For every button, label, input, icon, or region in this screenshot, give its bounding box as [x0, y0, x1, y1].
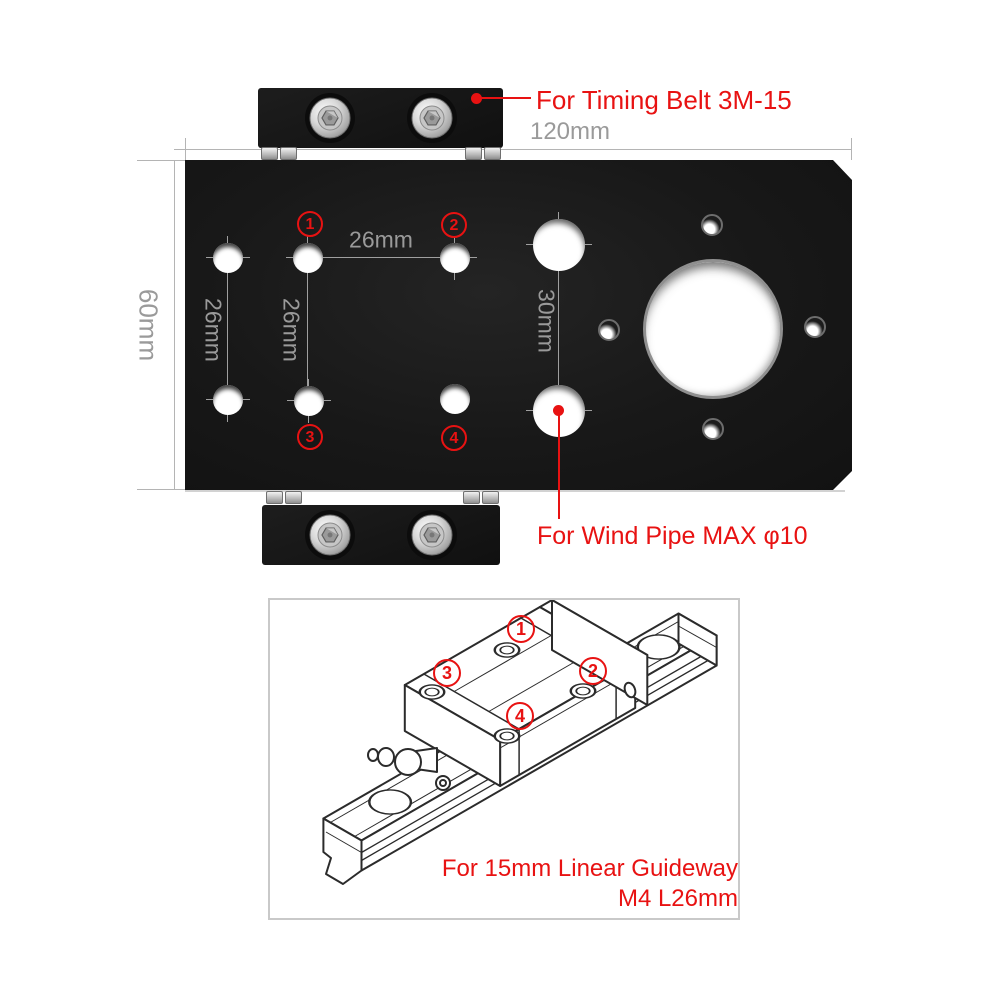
mounting-hole-left-bottom [213, 385, 243, 415]
nut [285, 491, 302, 504]
dim-line-26mm-horizontal [308, 257, 455, 258]
plate-marker-4: 4 [441, 425, 467, 451]
block-thread-hole-1 [493, 642, 521, 658]
nut [463, 491, 480, 504]
block-thread-hole-3 [418, 684, 446, 700]
dim-label-60mm: 60mm [133, 288, 164, 362]
dim-label-120mm: 120mm [529, 118, 611, 145]
motor-screw-hole-top [701, 214, 723, 236]
nut [465, 147, 482, 160]
block-end-cap-right-face [551, 600, 649, 706]
dim-label-26mm-mid: 26mm [278, 298, 305, 362]
nut [261, 147, 278, 160]
plate-marker-2: 2 [441, 212, 467, 238]
guideway-marker-3: 3 [433, 659, 461, 687]
motor-screw-hole-right [804, 316, 826, 338]
guideway-caption-line2: M4 L26mm [617, 885, 738, 912]
guideway-illustration-box [268, 598, 740, 920]
linear-guideway-drawing [322, 600, 718, 885]
mounting-hole-left-top [213, 243, 243, 273]
dim-line-30mm [558, 245, 559, 411]
block-thread-hole-4 [493, 728, 521, 744]
dim-label-26mm-left: 26mm [200, 298, 227, 362]
guideway-caption: For 15mm Linear Guideway M4 L26mm [442, 854, 738, 914]
callout-wind-pipe: For Wind Pipe MAX φ10 [537, 522, 808, 550]
nut [280, 147, 297, 160]
timing-belt-clamp-top [258, 88, 503, 148]
dim-tick-60mm-top [137, 160, 185, 161]
dim-label-30mm: 30mm [533, 289, 560, 353]
motor-screw-hole-left [598, 319, 620, 341]
plate-marker-3: 3 [297, 424, 323, 450]
mounting-hole-2 [440, 243, 470, 273]
nut [482, 491, 499, 504]
plate-shadow [185, 490, 845, 492]
socket-head-screw [406, 92, 458, 144]
dim-line-120mm [174, 149, 852, 150]
guideway-marker-2: 2 [579, 657, 607, 685]
motor-screw-hole-bottom [702, 418, 724, 440]
mounting-hole-3 [294, 386, 324, 416]
block-thread-hole-2 [569, 683, 597, 699]
mounting-hole-4 [440, 384, 470, 414]
motor-shaft-hole [643, 259, 783, 399]
socket-head-screw [406, 509, 458, 561]
dim-line-26mm-mid-col [307, 258, 308, 401]
plate-marker-1: 1 [297, 211, 323, 237]
mounting-plate: 26mm 26mm 30mm 26mm [185, 160, 852, 490]
rail-bolt-hole [368, 789, 413, 815]
leader-line-wind-pipe [558, 413, 560, 519]
wind-pipe-hole-top [533, 219, 585, 271]
rail-end-face-right [677, 612, 718, 667]
rail-end-face-left [322, 817, 363, 885]
dim-label-26mm-horizontal: 26mm [349, 226, 413, 253]
leader-dot-wind-pipe [553, 405, 564, 416]
mounting-hole-1 [293, 243, 323, 273]
leader-line-timing-belt [481, 97, 531, 99]
socket-head-screw [304, 509, 356, 561]
dim-tick-120mm-left [185, 138, 186, 160]
guideway-marker-1: 1 [507, 615, 535, 643]
timing-belt-clamp-bottom [262, 505, 500, 565]
guideway-marker-4: 4 [506, 702, 534, 730]
dim-line-26mm-left-col [227, 258, 228, 400]
block-end-cap-left [403, 684, 502, 787]
leader-dot-timing-belt [471, 93, 482, 104]
dim-line-60mm [174, 160, 175, 490]
dim-tick-60mm-bottom [137, 489, 185, 490]
socket-head-screw [304, 92, 356, 144]
end-cap-screw [435, 775, 451, 791]
nut [266, 491, 283, 504]
dim-tick-120mm-right [851, 138, 852, 160]
guideway-caption-line1: For 15mm Linear Guideway [441, 855, 738, 882]
grease-nipple [367, 747, 438, 776]
end-cap-hole [623, 681, 637, 699]
callout-timing-belt: For Timing Belt 3M-15 [536, 85, 792, 115]
nut [484, 147, 501, 160]
